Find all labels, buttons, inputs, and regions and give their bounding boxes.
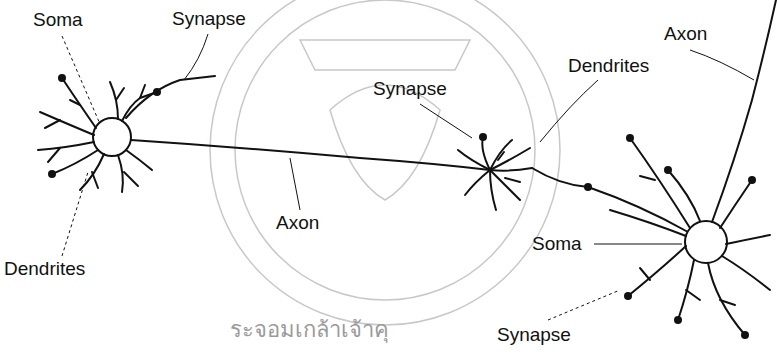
watermark-emblem: [210, 0, 560, 325]
synapse-label: Synapse: [373, 79, 447, 100]
soma-label: Soma: [532, 234, 582, 255]
neuron-lines: [38, 0, 776, 335]
soma-label: Soma: [33, 10, 83, 31]
axon-label: Axon: [664, 24, 707, 45]
dendrites-label: Dendrites: [568, 56, 649, 77]
synapse-dots: [48, 74, 756, 339]
watermark-text: ระจอมเกล้าเจ้าคุ: [230, 318, 389, 342]
axon-label: Axon: [276, 213, 319, 234]
leader-lines: [62, 34, 754, 320]
dendrites-label: Dendrites: [4, 259, 85, 280]
synapse-label: Synapse: [497, 325, 571, 346]
synapse-label: Synapse: [172, 9, 246, 30]
